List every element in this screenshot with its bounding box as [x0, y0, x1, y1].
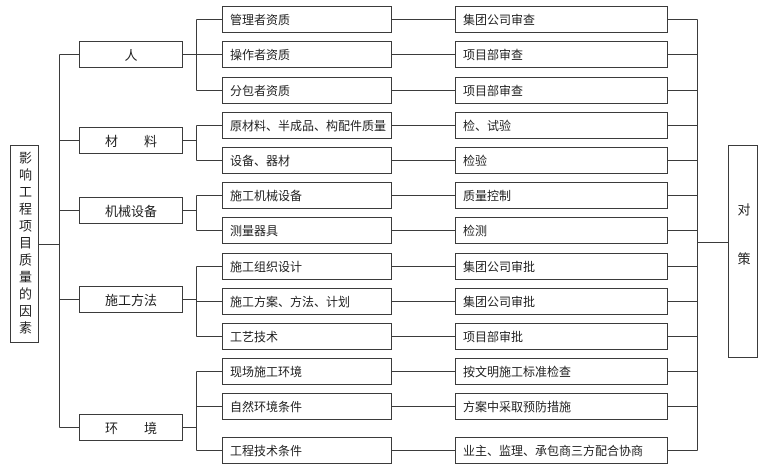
- factor-box: 工艺技术: [222, 323, 392, 350]
- root-factor-box: 影响工程项目质量的因素: [10, 145, 39, 343]
- category-fan-lines: [183, 19, 222, 451]
- category-box-people: 人: [79, 41, 183, 68]
- measure-box: 检测: [455, 217, 668, 244]
- factor-box: 工程技术条件: [222, 437, 392, 464]
- category-box-environment: 环 境: [79, 414, 183, 441]
- measure-box: 业主、监理、承包商三方配合协商: [455, 437, 668, 464]
- measure-box: 检验: [455, 147, 668, 174]
- measure-box: 集团公司审查: [455, 6, 668, 33]
- category-box-materials: 材 料: [79, 127, 183, 154]
- root-factor-label: 影响工程项目质量的因素: [17, 150, 32, 338]
- factor-box: 分包者资质: [222, 77, 392, 104]
- measure-box: 集团公司审批: [455, 253, 668, 280]
- measure-sink-lines: [668, 19, 728, 451]
- measure-box: 按文明施工标准检查: [455, 358, 668, 385]
- measure-box: 方案中采取预防措施: [455, 393, 668, 420]
- factor-box: 操作者资质: [222, 41, 392, 68]
- countermeasure-label: 对策: [735, 202, 751, 301]
- measure-box: 项目部审查: [455, 41, 668, 68]
- measure-box: 检、试验: [455, 112, 668, 139]
- measure-box: 项目部审查: [455, 77, 668, 104]
- factor-measure-lines: [392, 19, 455, 451]
- factor-box: 设备、器材: [222, 147, 392, 174]
- factor-box: 自然环境条件: [222, 393, 392, 420]
- category-box-construction-method: 施工方法: [79, 286, 183, 313]
- countermeasure-box: 对策: [728, 145, 758, 358]
- measure-box: 项目部审批: [455, 323, 668, 350]
- factor-box: 现场施工环境: [222, 358, 392, 385]
- measure-box: 集团公司审批: [455, 288, 668, 315]
- factor-box: 原材料、半成品、构配件质量: [222, 112, 392, 139]
- factor-box: 施工方案、方法、计划: [222, 288, 392, 315]
- root-trunk-lines: [39, 54, 79, 428]
- factor-box: 施工组织设计: [222, 253, 392, 280]
- factor-box: 测量器具: [222, 217, 392, 244]
- measure-box: 质量控制: [455, 182, 668, 209]
- factor-box: 管理者资质: [222, 6, 392, 33]
- factor-box: 施工机械设备: [222, 182, 392, 209]
- category-box-machinery: 机械设备: [79, 197, 183, 224]
